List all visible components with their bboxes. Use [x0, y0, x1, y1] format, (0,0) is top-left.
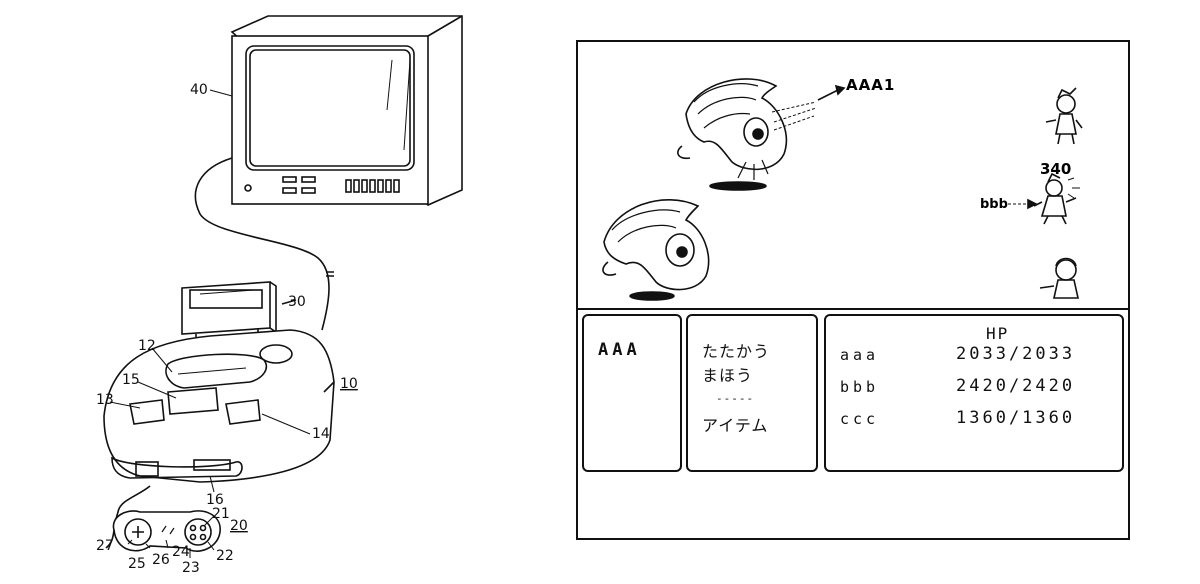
label-10: 10 [340, 376, 358, 392]
command-magic[interactable]: まほう [702, 366, 754, 385]
label-24: 24 [172, 544, 190, 560]
party-name-ccc: ccc [840, 410, 880, 428]
hp-header: HP [986, 324, 1010, 343]
label-40: 40 [190, 82, 208, 98]
label-16: 16 [206, 492, 224, 508]
cartridge [181, 281, 277, 341]
tv-cable [194, 157, 330, 331]
label-23: 23 [182, 560, 200, 576]
label-14: 14 [312, 426, 330, 442]
hardware-figure: 40 30 10 12 15 13 14 16 20 21 22 23 24 2… [0, 0, 560, 584]
label-13: 13 [96, 392, 114, 408]
command-fight[interactable]: たたかう [702, 342, 771, 361]
active-character-box: AAA [582, 314, 682, 472]
hardware-drawing: 40 30 10 12 15 13 14 16 20 21 22 23 24 2… [96, 15, 463, 576]
battle-menu-divider [578, 308, 1128, 310]
party-name-aaa: aaa [840, 346, 880, 364]
label-12: 12 [138, 338, 156, 354]
battle-area: AAA1 340 bbb [578, 42, 1128, 310]
party-name-bbb: bbb [840, 378, 880, 396]
attack-callout: AAA1 [846, 76, 895, 94]
party-sprite-3 [1039, 257, 1079, 299]
enemy-1 [677, 78, 846, 180]
label-20: 20 [230, 518, 248, 534]
enemy-2 [602, 199, 710, 291]
party-hp-bbb: 2420/2420 [956, 376, 1076, 396]
command-menu: たたかう まほう ----- アイテム [686, 314, 818, 472]
game-console [103, 329, 335, 483]
target-label: bbb [980, 197, 1008, 212]
command-item[interactable]: アイテム [702, 416, 769, 435]
label-21: 21 [212, 506, 230, 522]
label-15: 15 [122, 372, 140, 388]
party-hp-ccc: 1360/1360 [956, 408, 1076, 428]
party-status-box: HP aaa 2033/2033 bbb 2420/2420 ccc 1360/… [824, 314, 1124, 472]
game-screen: AAA1 340 bbb AAA たたかう まほう ----- アイテム HP … [576, 40, 1130, 540]
enemy-2-shadow [629, 291, 675, 301]
party-sprite-1 [1045, 87, 1083, 145]
active-character-name: AAA [598, 340, 641, 360]
command-divider: ----- [716, 392, 755, 405]
tv-monitor [230, 15, 463, 206]
party-sprite-2 [1008, 172, 1080, 225]
label-27: 27 [96, 538, 114, 554]
label-30: 30 [288, 294, 306, 310]
label-26: 26 [152, 552, 170, 568]
label-22: 22 [216, 548, 234, 564]
battle-scene: AAA1 340 bbb [602, 76, 1083, 301]
damage-number: 340 [1040, 160, 1071, 178]
controller [105, 485, 221, 552]
label-25: 25 [128, 556, 146, 572]
party-hp-aaa: 2033/2033 [956, 344, 1076, 364]
enemy-1-shadow [709, 181, 767, 191]
